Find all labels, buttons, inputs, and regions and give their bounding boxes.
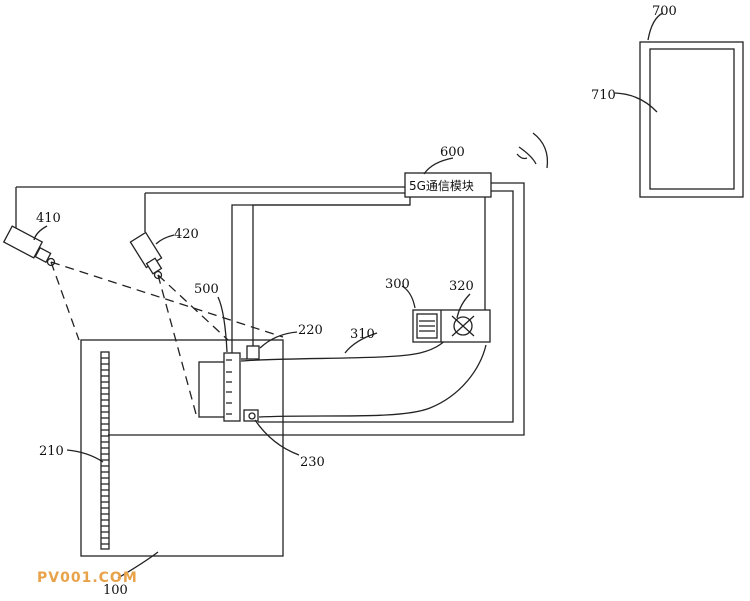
device-300 bbox=[412, 309, 491, 343]
label-220: 220 bbox=[298, 323, 323, 338]
field-of-view-lines bbox=[50, 261, 284, 415]
valve-320 bbox=[451, 315, 475, 337]
label-410: 410 bbox=[36, 211, 61, 226]
label-310: 310 bbox=[350, 327, 375, 342]
label-600: 600 bbox=[440, 145, 465, 160]
module-500 bbox=[198, 352, 241, 422]
wireless-signal-icon bbox=[516, 132, 549, 169]
work-area-100 bbox=[80, 339, 284, 557]
ruler-210 bbox=[100, 351, 110, 550]
label-100: 100 bbox=[103, 583, 128, 598]
label-420: 420 bbox=[174, 227, 199, 242]
screen-710 bbox=[649, 48, 735, 190]
module-600-text: 5G通信模块 bbox=[409, 179, 474, 193]
sensor-220 bbox=[241, 345, 260, 360]
label-710: 710 bbox=[591, 88, 616, 103]
wiring bbox=[16, 182, 525, 436]
terminal-700 bbox=[639, 41, 744, 198]
camera-420 bbox=[129, 193, 163, 280]
label-320: 320 bbox=[449, 279, 474, 294]
pipe-310 bbox=[240, 339, 487, 418]
leader-lines bbox=[33, 12, 664, 579]
camera-410 bbox=[2, 187, 56, 267]
module-600-box bbox=[404, 172, 492, 198]
label-700: 700 bbox=[652, 4, 677, 19]
label-210: 210 bbox=[39, 444, 64, 459]
label-230: 230 bbox=[300, 455, 325, 470]
watermark: PV001.COM bbox=[37, 570, 138, 586]
label-300: 300 bbox=[385, 277, 410, 292]
label-500: 500 bbox=[194, 282, 219, 297]
sensor-230 bbox=[243, 409, 259, 422]
